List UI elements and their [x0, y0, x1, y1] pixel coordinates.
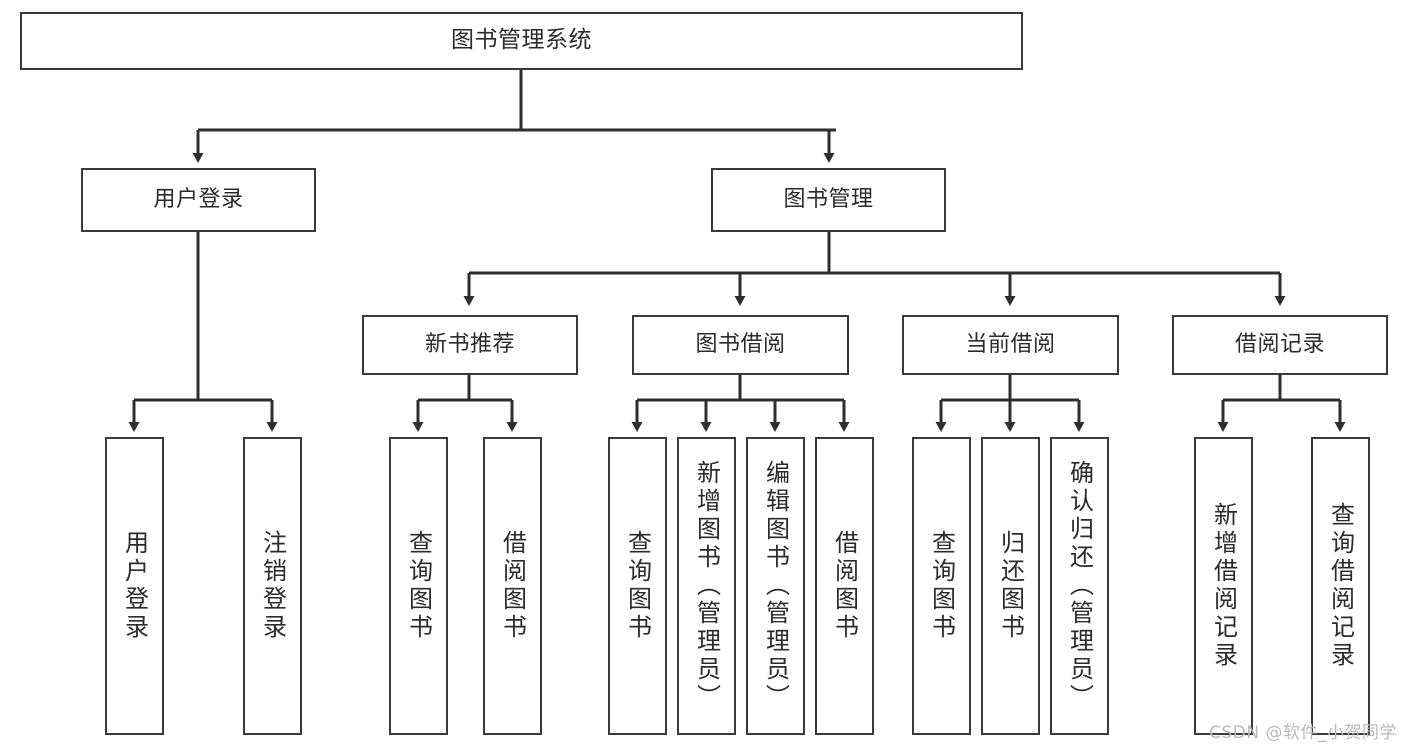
node-label: 用户登录: [153, 187, 244, 213]
node-label: 确认归还（管理员）: [1065, 460, 1094, 712]
node-label: 用户登录: [120, 530, 149, 642]
leaf-logout[interactable]: 注销登录: [243, 437, 302, 735]
node-label: 编辑图书（管理员）: [761, 460, 790, 712]
node-label: 借阅记录: [1234, 332, 1325, 358]
node-label: 图书借阅: [695, 332, 786, 358]
leaf-query-book-recommend[interactable]: 查询图书: [389, 437, 448, 735]
node-label: 图书管理系统: [451, 27, 592, 54]
node-current-borrow[interactable]: 当前借阅: [902, 315, 1119, 375]
leaf-query-book-borrow[interactable]: 查询图书: [608, 437, 667, 735]
node-label: 借阅图书: [830, 530, 859, 642]
node-root-book-management-system[interactable]: 图书管理系统: [20, 12, 1023, 70]
leaf-borrow-book[interactable]: 借阅图书: [815, 437, 874, 735]
leaf-query-borrow-record[interactable]: 查询借阅记录: [1311, 437, 1370, 735]
node-user-login[interactable]: 用户登录: [81, 168, 316, 232]
node-label: 查询图书: [404, 530, 433, 642]
leaf-return-book[interactable]: 归还图书: [981, 437, 1040, 735]
node-label: 注销登录: [258, 530, 287, 642]
leaf-add-borrow-record[interactable]: 新增借阅记录: [1194, 437, 1253, 735]
leaf-edit-book-admin[interactable]: 编辑图书（管理员）: [746, 437, 805, 735]
node-book-borrow[interactable]: 图书借阅: [632, 315, 849, 375]
node-book-management[interactable]: 图书管理: [711, 168, 946, 232]
leaf-add-book-admin[interactable]: 新增图书（管理员）: [677, 437, 736, 735]
node-new-book-recommend[interactable]: 新书推荐: [362, 315, 578, 375]
leaf-confirm-return-admin[interactable]: 确认归还（管理员）: [1050, 437, 1109, 735]
node-borrow-records[interactable]: 借阅记录: [1172, 315, 1388, 375]
node-label: 归还图书: [996, 530, 1025, 642]
node-label: 查询图书: [927, 530, 956, 642]
leaf-borrow-book-recommend[interactable]: 借阅图书: [483, 437, 542, 735]
node-label: 借阅图书: [498, 530, 527, 642]
node-label: 新增借阅记录: [1209, 502, 1238, 670]
leaf-user-login[interactable]: 用户登录: [105, 437, 164, 735]
node-label: 查询借阅记录: [1326, 502, 1355, 670]
node-label: 查询图书: [623, 530, 652, 642]
leaf-query-book-current[interactable]: 查询图书: [912, 437, 971, 735]
node-label: 图书管理: [783, 187, 874, 213]
node-label: 新书推荐: [424, 332, 515, 358]
node-label: 当前借阅: [965, 332, 1056, 358]
csdn-watermark: CSDN @软件_小贺同学: [1209, 723, 1397, 743]
node-label: 新增图书（管理员）: [692, 460, 721, 712]
